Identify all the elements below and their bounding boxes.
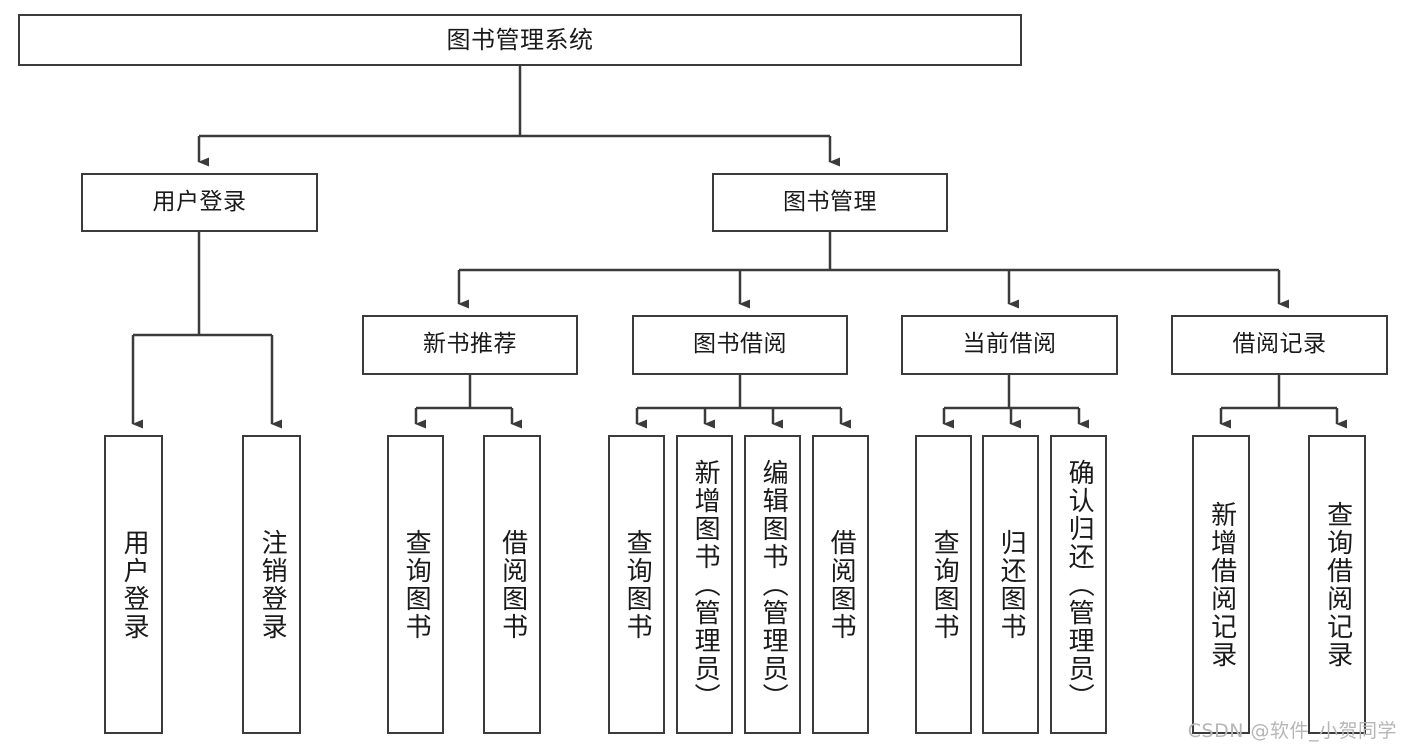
watermark-text: CSDN @软件_小贺同学 <box>1187 720 1397 742</box>
node-level1-user-login[interactable]: 用户登录 <box>81 173 318 232</box>
node-level2-new-book-recommend[interactable]: 新书推荐 <box>362 315 578 375</box>
node-leaf-add-borrow-record-label: 新增借阅记录 <box>1206 500 1237 669</box>
node-leaf-query-books-newbook-label: 查询图书 <box>401 528 432 641</box>
node-leaf-query-books-borrow-label: 查询图书 <box>622 528 653 641</box>
node-leaf-logout[interactable]: 注销登录 <box>242 435 301 734</box>
node-level1-book-management[interactable]: 图书管理 <box>712 173 948 232</box>
node-leaf-confirm-return-admin-label: 确认归还（管理员） <box>1064 458 1095 711</box>
edge-newbooks-to-leaves <box>414 375 522 429</box>
node-leaf-query-books-current[interactable]: 查询图书 <box>915 435 972 734</box>
edge-root-to-level1 <box>197 66 840 167</box>
edge-userlogin-to-leaves <box>131 232 282 429</box>
node-leaf-query-borrow-record-label: 查询借阅记录 <box>1322 500 1353 669</box>
node-leaf-borrow-books[interactable]: 借阅图书 <box>812 435 869 734</box>
node-leaf-query-borrow-record[interactable]: 查询借阅记录 <box>1308 435 1366 734</box>
node-root-label: 图书管理系统 <box>446 25 594 54</box>
edge-current-to-leaves <box>942 375 1089 429</box>
node-level1-book-management-label: 图书管理 <box>783 188 877 215</box>
edge-records-to-leaves <box>1219 375 1347 429</box>
node-leaf-add-book-admin-label: 新增图书（管理员） <box>690 458 721 711</box>
node-level2-current-borrow[interactable]: 当前借阅 <box>901 315 1118 375</box>
node-level2-book-borrow[interactable]: 图书借阅 <box>632 315 848 375</box>
node-level2-current-borrow-label: 当前借阅 <box>962 331 1057 358</box>
node-leaf-query-books-borrow[interactable]: 查询图书 <box>608 435 665 734</box>
node-leaf-return-books[interactable]: 归还图书 <box>982 435 1039 734</box>
node-leaf-logout-label: 注销登录 <box>257 528 288 641</box>
node-leaf-return-books-label: 归还图书 <box>996 528 1027 641</box>
node-leaf-add-borrow-record[interactable]: 新增借阅记录 <box>1192 435 1250 734</box>
edge-bookmgmt-to-level2 <box>457 232 1289 309</box>
node-level2-borrow-records[interactable]: 借阅记录 <box>1171 315 1388 375</box>
node-root[interactable]: 图书管理系统 <box>18 14 1022 66</box>
edge-borrow-to-leaves <box>635 375 851 429</box>
node-level2-borrow-records-label: 借阅记录 <box>1232 331 1327 358</box>
node-leaf-add-book-admin[interactable]: 新增图书（管理员） <box>676 435 733 734</box>
node-leaf-edit-book-admin-label: 编辑图书（管理员） <box>758 458 789 711</box>
node-leaf-borrow-books-label: 借阅图书 <box>826 528 857 641</box>
node-leaf-borrow-books-newbook-label: 借阅图书 <box>497 528 528 641</box>
node-leaf-user-login-label: 用户登录 <box>119 528 150 641</box>
node-leaf-query-books-current-label: 查询图书 <box>929 528 960 641</box>
node-level1-user-login-label: 用户登录 <box>152 188 247 215</box>
node-level2-book-borrow-label: 图书借阅 <box>693 331 787 358</box>
node-level2-new-book-recommend-label: 新书推荐 <box>423 331 517 358</box>
node-leaf-user-login[interactable]: 用户登录 <box>104 435 163 734</box>
node-leaf-borrow-books-newbook[interactable]: 借阅图书 <box>483 435 541 734</box>
node-leaf-edit-book-admin[interactable]: 编辑图书（管理员） <box>744 435 801 734</box>
node-leaf-confirm-return-admin[interactable]: 确认归还（管理员） <box>1050 435 1107 734</box>
node-leaf-query-books-newbook[interactable]: 查询图书 <box>387 435 444 734</box>
